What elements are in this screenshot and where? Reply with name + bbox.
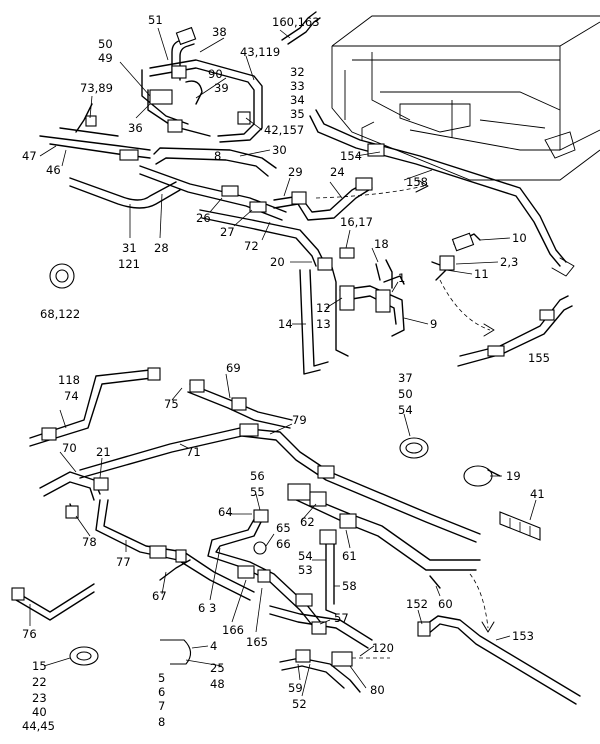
- callout-label: 2,3: [500, 255, 518, 269]
- callout-label: 68,122: [40, 307, 80, 321]
- upper-pipe-assembly: [39, 11, 575, 375]
- callout-label: 53: [298, 563, 313, 577]
- callout-label: 25: [210, 661, 225, 675]
- callout-label: 32: [290, 65, 305, 79]
- callout-label: 36: [128, 121, 143, 135]
- callout-label: 51: [148, 13, 163, 27]
- callout-label: 22: [32, 675, 47, 689]
- callout-label: 35: [290, 107, 305, 121]
- callout-label: 72: [244, 239, 259, 253]
- callout-label: 29: [288, 165, 303, 179]
- callout-label: 15: [32, 659, 47, 673]
- callout-label: 6 3: [198, 601, 216, 615]
- callout-label: 14: [278, 317, 293, 331]
- callout-label: 7: [158, 699, 165, 713]
- callout-label: 54: [398, 403, 413, 417]
- callout-label: 33: [290, 79, 305, 93]
- callout-label: 10: [512, 231, 527, 245]
- callout-label: 54: [298, 549, 313, 563]
- callout-label: 12: [316, 301, 331, 315]
- callout-label: 69: [226, 361, 241, 375]
- callout-label: 80: [370, 683, 385, 697]
- callout-label: 50: [98, 37, 113, 51]
- callout-labels: 51 38 160,163 50 49 43,119 32 33 34 35 9…: [22, 13, 550, 733]
- callout-label: 6: [158, 685, 165, 699]
- callout-label: 1: [398, 271, 405, 285]
- callout-label: 8: [158, 715, 165, 729]
- callout-label: 120: [372, 641, 394, 655]
- callout-label: 74: [64, 389, 79, 403]
- callout-label: 56: [250, 469, 265, 483]
- callout-label: 158: [406, 175, 428, 189]
- callout-label: 31: [122, 241, 137, 255]
- callout-label: 4: [210, 639, 217, 653]
- callout-label: 19: [506, 469, 521, 483]
- callout-label: 13: [316, 317, 331, 331]
- callout-label: 152: [406, 597, 428, 611]
- callout-label: 49: [98, 51, 113, 65]
- callout-label: 9: [430, 317, 437, 331]
- callout-label: 18: [374, 237, 389, 251]
- callout-label: 78: [82, 535, 97, 549]
- callout-label: 153: [512, 629, 534, 643]
- callout-label: 67: [152, 589, 167, 603]
- callout-label: 8: [214, 149, 221, 163]
- callout-label: 166: [222, 623, 244, 637]
- callout-label: 23: [32, 691, 47, 705]
- callout-label: 79: [292, 413, 307, 427]
- callout-label: 28: [154, 241, 169, 255]
- callout-label: 43,119: [240, 45, 280, 59]
- callout-label: 48: [210, 677, 225, 691]
- callout-label: 44,45: [22, 719, 55, 733]
- lower-pipe-assembly: [11, 367, 581, 705]
- callout-label: 75: [164, 397, 179, 411]
- callout-label: 41: [530, 487, 545, 501]
- vehicle-outline: [331, 15, 600, 181]
- callout-label: 165: [246, 635, 268, 649]
- callout-label: 30: [272, 143, 287, 157]
- callout-label: 62: [300, 515, 315, 529]
- callout-label: 26: [196, 211, 211, 225]
- callout-label: 118: [58, 373, 80, 387]
- callout-label: 55: [250, 485, 265, 499]
- callout-label: 73,89: [80, 81, 113, 95]
- callout-label: 47: [22, 149, 37, 163]
- callout-label: 154: [340, 149, 362, 163]
- callout-label: 76: [22, 627, 37, 641]
- callout-label: 40: [32, 705, 47, 719]
- callout-label: 70: [62, 441, 77, 455]
- callout-label: 52: [292, 697, 307, 711]
- callout-label: 46: [46, 163, 61, 177]
- callout-label: 66: [276, 537, 291, 551]
- callout-label: 60: [438, 597, 453, 611]
- leader-lines: [29, 27, 537, 697]
- callout-label: 21: [96, 445, 111, 459]
- callout-label: 59: [288, 681, 303, 695]
- callout-label: 50: [398, 387, 413, 401]
- callout-label: 155: [528, 351, 550, 365]
- callout-label: 77: [116, 555, 131, 569]
- callout-label: 38: [212, 25, 227, 39]
- callout-label: 24: [330, 165, 345, 179]
- callout-label: 42,157: [264, 123, 304, 137]
- callout-label: 39: [214, 81, 229, 95]
- callout-label: 20: [270, 255, 285, 269]
- callout-label: 5: [158, 671, 165, 685]
- callout-label: 61: [342, 549, 357, 563]
- callout-label: 34: [290, 93, 305, 107]
- callout-label: 27: [220, 225, 235, 239]
- callout-label: 37: [398, 371, 413, 385]
- callout-label: 16,17: [340, 215, 373, 229]
- callout-label: 57: [334, 611, 349, 625]
- callout-label: 58: [342, 579, 357, 593]
- callout-label: 65: [276, 521, 291, 535]
- callout-label: 90: [208, 67, 223, 81]
- callout-label: 71: [186, 445, 201, 459]
- callout-label: 11: [474, 267, 489, 281]
- callout-label: 160,163: [272, 15, 320, 29]
- callout-label: 64: [218, 505, 233, 519]
- callout-label: 121: [118, 257, 140, 271]
